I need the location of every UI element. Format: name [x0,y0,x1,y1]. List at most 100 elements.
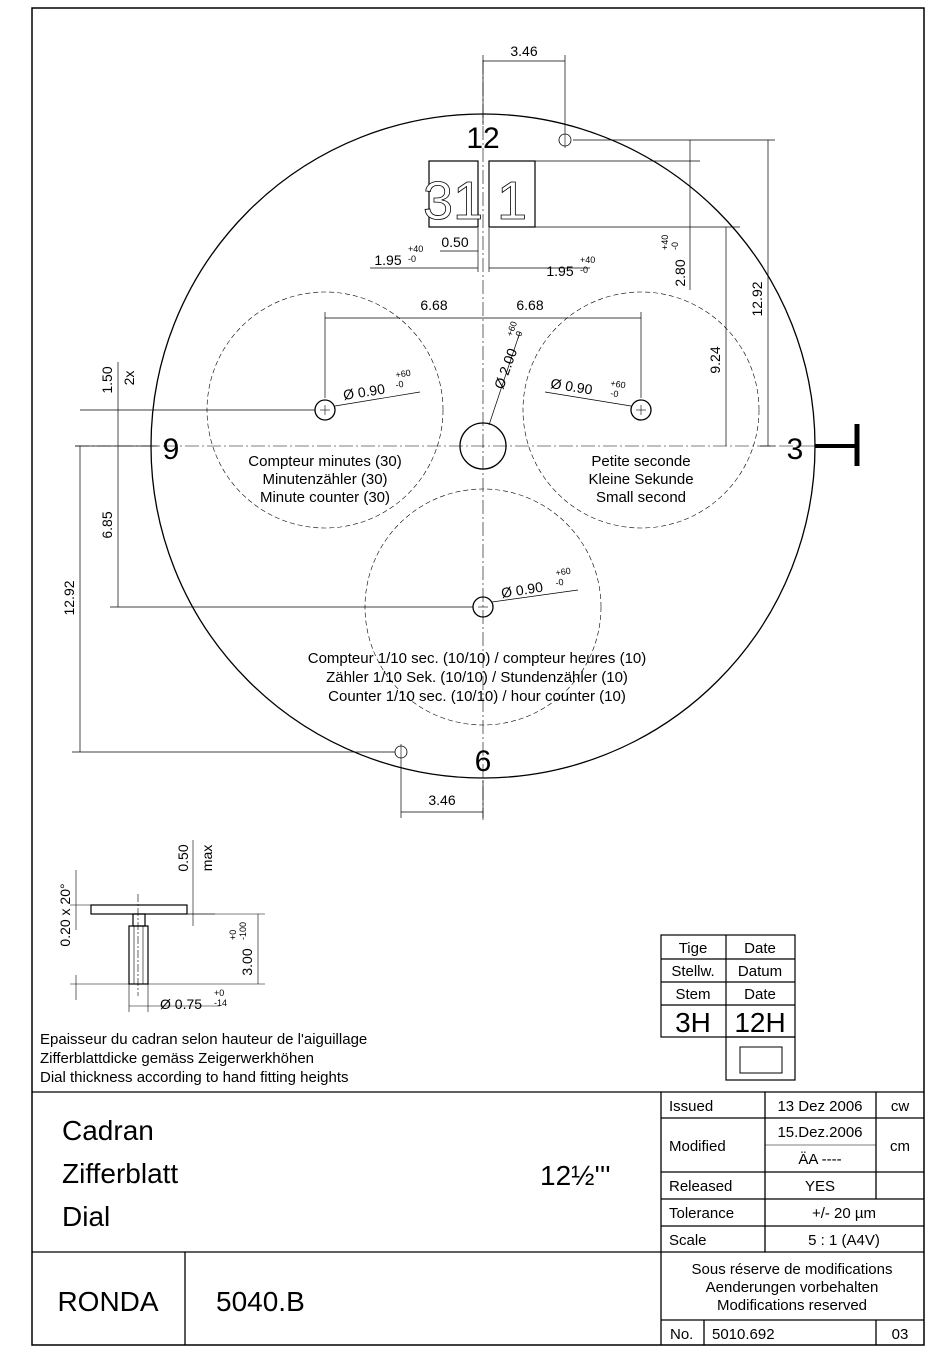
dim-diam-090-right-tol-minus: -0 [610,388,619,399]
foot-dim-075-tol-plus: +0 [214,988,224,998]
stem-table-r3c2: Date [744,986,776,1003]
dim-diam-090-left: Ø 0.90 [342,381,386,403]
dim-top-346: 3.46 [510,43,537,59]
small-second-label-de: Kleine Sekunde [588,471,693,488]
foot-dim-300: 3.00 [239,948,255,975]
dim-195-left: 1.95 [374,252,401,268]
scale-value: 5 : 1 (A4V) [808,1232,880,1249]
caliber-number: 5040.B [216,1286,305,1317]
dim-diam-090-bottom: Ø 0.90 [500,579,544,601]
scale-label: Scale [669,1232,707,1249]
hour-9: 9 [163,433,180,466]
modified-change: ÄA ---- [798,1151,841,1168]
dim-bottom-346: 3.46 [428,792,455,808]
subdial-small-second [522,291,760,529]
released-label: Released [669,1178,732,1195]
foot-dim-angle: 0.20 x 20° [57,883,73,946]
title-de: Zifferblatt [62,1158,178,1189]
revision: 03 [892,1326,909,1343]
thickness-note-fr: Epaisseur du cadran selon hauteur de l'a… [40,1031,367,1048]
minute-counter-label-fr: Compteur minutes (30) [248,453,401,470]
dim-685: 6.85 [99,511,115,538]
tenth-counter-label-en: Counter 1/10 sec. (10/10) / hour counter… [328,688,626,705]
released-value: YES [805,1178,835,1195]
dim-1292-right: 12.92 [749,281,765,316]
minute-counter-label-de: Minutenzähler (30) [262,471,387,488]
modified-date: 15.Dez.2006 [777,1124,862,1141]
date-digit-left: 31 [423,171,483,231]
tolerance-label: Tolerance [669,1205,734,1222]
drawing-no-label: No. [670,1326,693,1343]
thickness-note-en: Dial thickness according to hand fitting… [40,1069,349,1086]
crown-stem [815,424,860,466]
dim-668-left: 6.68 [420,297,447,313]
dim-diam-200-tol-minus: -0 [512,330,524,341]
stem-table-r1c2: Date [744,940,776,957]
sheet-border [31,7,925,1346]
foot-dim-diam-075: Ø 0.75 [160,996,202,1012]
dim-195-right-tol-minus: -0 [580,265,588,275]
small-second-hole [630,399,652,421]
stem-table-r2c2: Datum [738,963,782,980]
thickness-note-de: Zifferblattdicke gemäss Zeigerwerkhöhen [40,1050,314,1067]
hour-6: 6 [475,745,492,778]
reserve-en: Modifications reserved [717,1297,867,1314]
title-fr: Cadran [62,1115,154,1146]
minute-counter-label-en: Minute counter (30) [260,489,390,506]
dim-diam-090-bottom-tol-minus: -0 [555,577,564,588]
foot-dim-075-tol-minus: -14 [214,998,227,1008]
foot-dim-050: 0.50 [175,844,191,871]
dim-diam-200: Ø 2.00 [491,346,520,391]
dim-050: 0.50 [441,234,468,250]
stem-table-r2c1: Stellw. [671,963,714,980]
dim-280-tol-plus: +40 [660,235,670,250]
tenth-counter-label-de: Zähler 1/10 Sek. (10/10) / Stundenzähler… [326,669,628,686]
dim-195-right: 1.95 [546,263,573,279]
dim-diam-090-right: Ø 0.90 [550,375,594,397]
small-second-label-fr: Petite seconde [591,453,690,470]
tenth-counter-label-fr: Compteur 1/10 sec. (10/10) / compteur he… [308,650,647,667]
reserve-fr: Sous réserve de modifications [692,1261,893,1278]
dim-diam-090-left-tol-plus: +60 [395,368,412,380]
hour-12: 12 [466,122,499,155]
foot-dim-300-tol-minus: -100 [238,922,248,940]
stem-date-table: Tige Date Stellw. Datum Stem Date 3H 12H [660,934,796,1081]
dim-diam-200-tol-plus: +60 [504,320,519,338]
dim-195-left-tol-plus: +40 [408,244,423,254]
drawing-no-value: 5010.692 [712,1326,775,1343]
hour-3: 3 [787,433,804,466]
dim-2x: 2x [121,371,137,386]
dim-280-tol-minus: -0 [670,242,680,250]
dial-drawing: 31 1 12 3 6 9 Compteur minutes (30) Minu… [61,43,860,820]
dim-1292-left: 12.92 [61,580,77,615]
reserve-de: Aenderungen vorbehalten [706,1279,879,1296]
title-block: Cadran Zifferblatt Dial 12½''' RONDA 504… [32,1091,924,1345]
dim-diam-090-bottom-tol-plus: +60 [555,566,572,578]
center-hole [459,422,507,470]
foot-dim-max: max [199,845,215,871]
stem-table-r4c2: 12H [734,1007,785,1038]
small-second-label-en: Small second [596,489,686,506]
tolerance-value: +/- 20 µm [812,1205,876,1222]
dim-diam-090-right-tol-plus: +60 [610,378,627,390]
stem-table-r4c1: 3H [675,1007,711,1038]
title-en: Dial [62,1201,110,1232]
dim-668-right: 6.68 [516,297,543,313]
dim-280: 2.80 [672,259,688,286]
issued-label: Issued [669,1098,713,1115]
issued-date: 13 Dez 2006 [777,1098,862,1115]
foot-detail: 0.50 max 0.20 x 20° 3.00 +0 -100 Ø 0.75 … [57,840,265,1012]
date-window: 31 1 [423,160,536,231]
date-digit-right: 1 [497,171,527,231]
modified-by: cm [890,1138,910,1155]
issued-by: cw [891,1098,910,1115]
caliber-size: 12½''' [540,1160,611,1191]
modified-label: Modified [669,1138,726,1155]
dim-diam-090-left-tol-minus: -0 [395,379,404,390]
stem-table-r3c1: Stem [675,986,710,1003]
dim-150: 1.50 [99,366,115,393]
stem-table-r1c1: Tige [679,940,708,957]
dim-195-left-tol-minus: -0 [408,254,416,264]
dim-195-right-tol-plus: +40 [580,255,595,265]
